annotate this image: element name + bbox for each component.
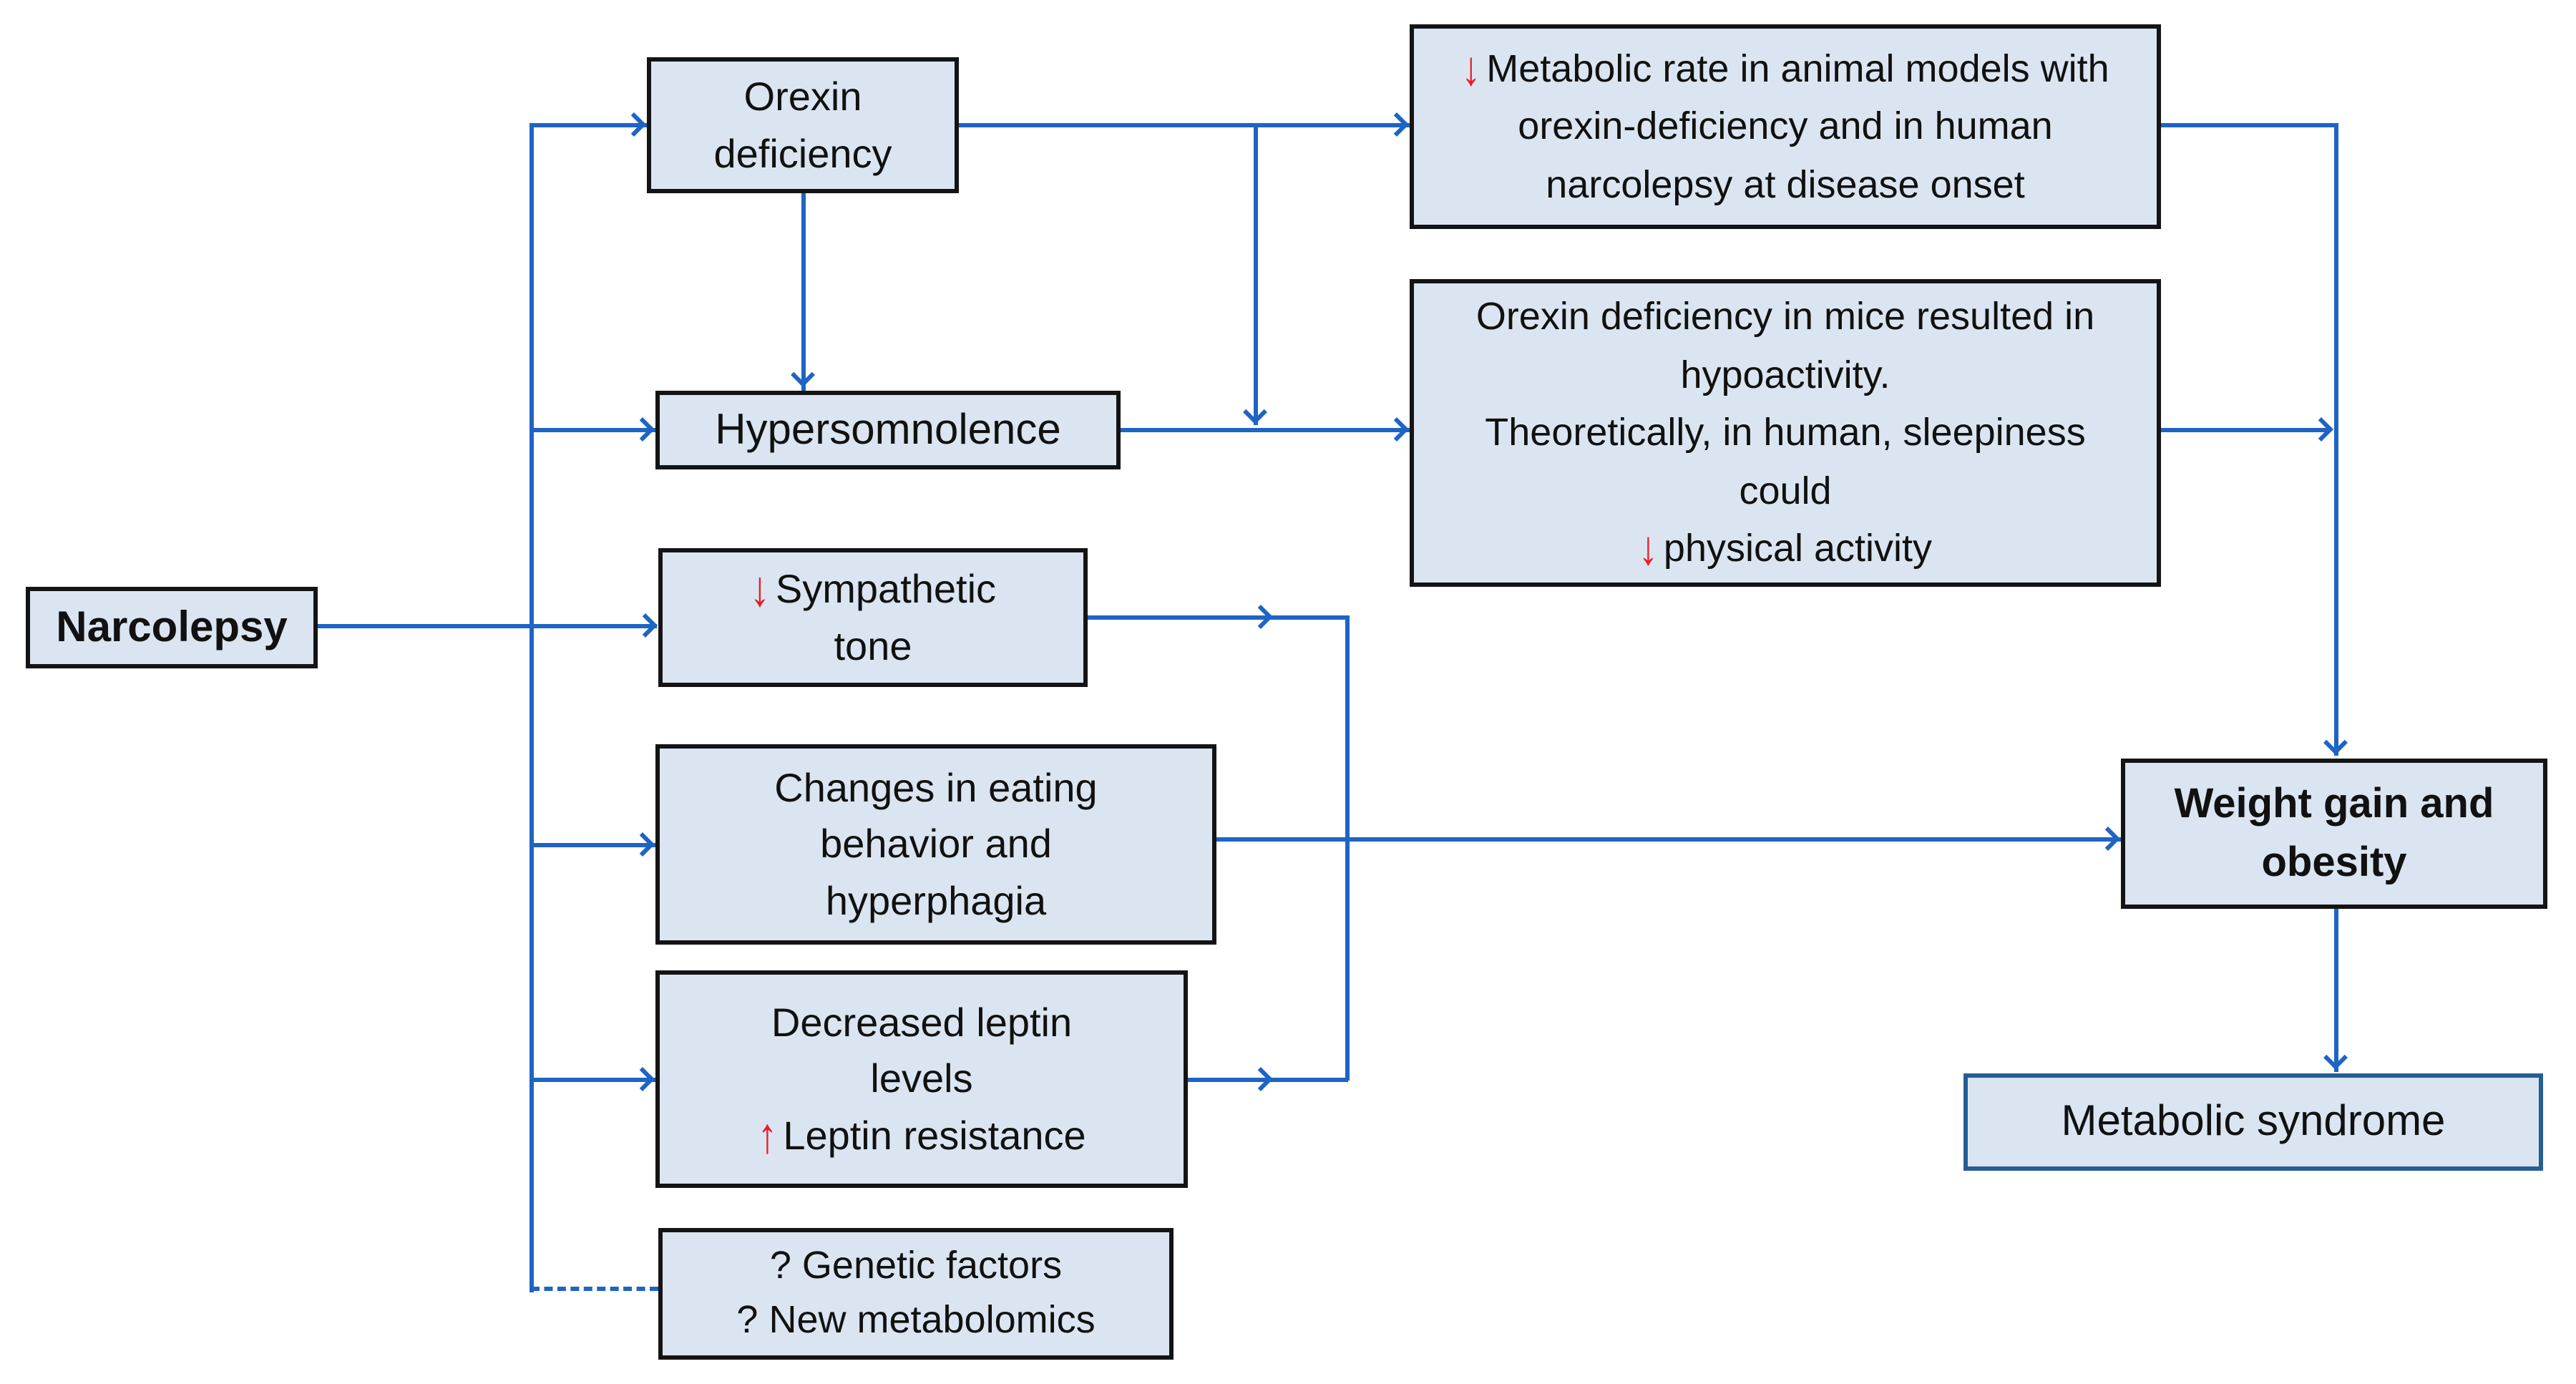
connector-merge-vertical — [1345, 615, 1350, 1081]
node-leptin-line1: Decreased leptin levels — [771, 1000, 1073, 1101]
node-narcolepsy: Narcolepsy — [26, 587, 318, 668]
connector-right-rail — [2334, 123, 2338, 756]
connector-leptin-to-merge — [1188, 1078, 1348, 1082]
connector-branch-genetic-dashed — [531, 1287, 658, 1291]
node-genetic-line1: ? Genetic factors — [769, 1244, 1063, 1287]
connector-hypersomnolence-to-mice — [1121, 428, 1410, 432]
node-metabolic-rate-text: ↓Metabolic rate in animal models with or… — [1437, 40, 2134, 214]
node-weight-gain: Weight gain and obesity — [2121, 759, 2547, 909]
arrowhead-into-metabolic-syndrome — [2323, 1046, 2348, 1070]
node-hypersomnolence: Hypersomnolence — [655, 391, 1121, 469]
node-orexin-deficiency: Orexin deficiency — [647, 57, 959, 193]
connector-eating-to-weight-gain — [1216, 837, 2121, 842]
arrowhead-into-mice — [1385, 417, 1409, 442]
node-orexin-deficiency-label: Orexin deficiency — [713, 74, 892, 175]
node-leptin-line2: Leptin resistance — [783, 1113, 1086, 1158]
arrowhead-into-weight-gain-top — [2323, 731, 2348, 755]
arrowhead-into-eating — [630, 832, 655, 857]
node-hypersomnolence-label: Hypersomnolence — [715, 406, 1061, 453]
node-eating-behavior-label: Changes in eating behavior and hyperphag… — [774, 766, 1098, 923]
connector-branch-orexin — [531, 123, 647, 127]
connector-branch-leptin — [531, 1078, 655, 1082]
arrowhead-into-orexin — [622, 112, 646, 137]
arrowhead-orexin-into-hypersomnolence — [791, 363, 815, 387]
arrowhead-into-weight-gain-left — [2096, 827, 2120, 851]
node-metabolic-rate-label: Metabolic rate in animal models with ore… — [1486, 47, 2109, 206]
node-mice-line3-wrap: ↓physical activity — [1639, 520, 1932, 578]
node-sympathetic-tone: ↓Sympathetic tone — [658, 548, 1088, 687]
arrowhead-drop-line — [1243, 400, 1267, 424]
arrowhead-sympathetic-mid — [1249, 605, 1273, 629]
connector-narcolepsy-to-sympathetic — [318, 624, 657, 628]
node-weight-gain-label: Weight gain and obesity — [2174, 781, 2494, 885]
node-metabolic-syndrome-label: Metabolic syndrome — [2061, 1098, 2446, 1145]
node-sympathetic-tone-label: Sympathetic tone — [775, 567, 997, 668]
connector-orexin-to-metabolic-rate — [959, 123, 1410, 127]
arrowhead-into-leptin — [630, 1067, 655, 1091]
connector-branch-hypersomnolence — [531, 428, 655, 432]
connector-drop-to-hypersomnolence-line — [1254, 126, 1258, 425]
red-down-arrow-icon: ↓ — [1461, 41, 1481, 95]
arrowhead-into-sympathetic — [633, 613, 658, 638]
red-up-arrow-icon: ↑ — [757, 1107, 778, 1163]
connector-mice-to-rail — [2161, 428, 2328, 432]
connector-sympathetic-to-merge — [1088, 615, 1350, 620]
arrowhead-into-hypersomnolence — [630, 417, 655, 442]
connector-trunk-vertical — [530, 123, 534, 1292]
node-eating-behavior: Changes in eating behavior and hyperphag… — [655, 744, 1216, 945]
node-metabolic-rate: ↓Metabolic rate in animal models with or… — [1410, 24, 2161, 229]
node-genetic-factors: ? Genetic factors ? New metabolomics — [658, 1228, 1174, 1360]
node-leptin: Decreased leptin levels ↑Leptin resistan… — [655, 970, 1188, 1188]
node-metabolic-syndrome: Metabolic syndrome — [1963, 1073, 2543, 1171]
connector-orexin-to-hypersomnolence — [801, 193, 806, 391]
node-mice-line2: Theoretically, in human, sleepiness coul… — [1485, 411, 2086, 512]
node-sympathetic-tone-text: ↓Sympathetic tone — [730, 562, 1016, 674]
node-narcolepsy-label: Narcolepsy — [56, 603, 288, 650]
connector-branch-eating — [531, 843, 655, 847]
node-genetic-line2: ? New metabolomics — [736, 1298, 1096, 1341]
arrowhead-into-metabolic-rate — [1385, 112, 1409, 137]
node-mice-line1: Orexin deficiency in mice resulted in hy… — [1475, 295, 2095, 396]
connector-metabolic-rate-to-rail — [2161, 123, 2337, 127]
red-down-arrow-icon: ↓ — [749, 561, 770, 618]
node-leptin-line2-wrap: ↑Leptin resistance — [757, 1107, 1085, 1163]
arrowhead-mice-into-rail — [2309, 417, 2333, 442]
node-mice-line3: physical activity — [1663, 527, 1933, 570]
node-mice-hypoactivity: Orexin deficiency in mice resulted in hy… — [1410, 279, 2161, 587]
red-down-arrow-icon: ↓ — [1638, 521, 1658, 575]
arrowhead-leptin-mid — [1249, 1067, 1273, 1091]
connector-weight-gain-to-metabolic-syndrome — [2334, 909, 2338, 1072]
